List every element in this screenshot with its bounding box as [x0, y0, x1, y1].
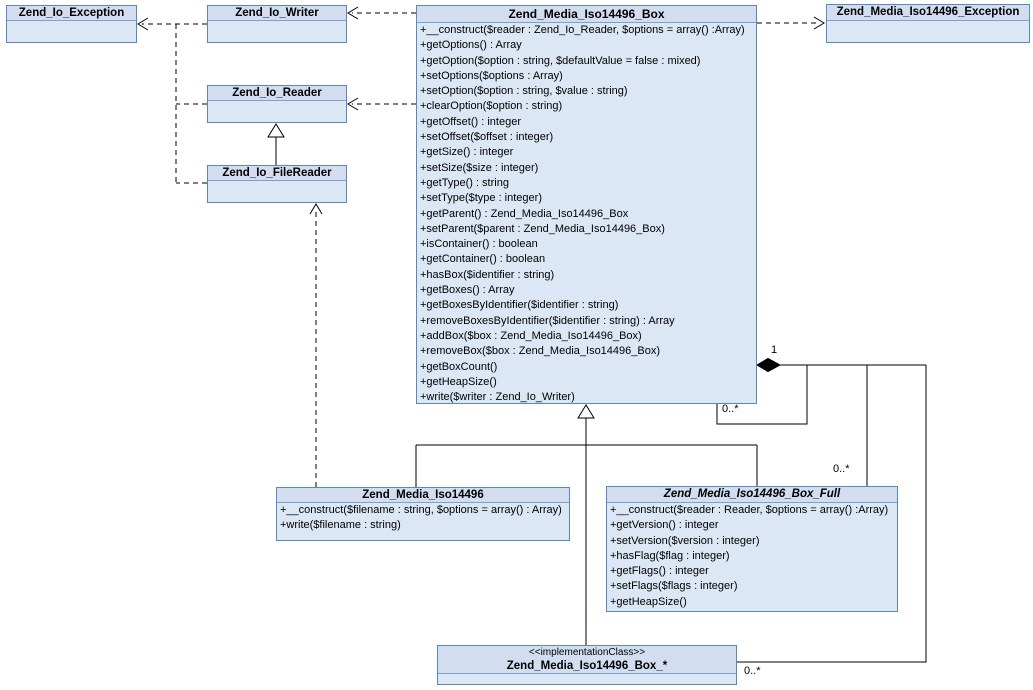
method-label: +getHeapSize(): [610, 595, 687, 608]
method-label: +removeBox($box : Zend_Media_Iso14496_Bo…: [420, 345, 661, 358]
class-box-zend-media-iso14496-box: Zend_Media_Iso14496_Box +__construct($re…: [416, 5, 757, 404]
method-label: +getBoxesByIdentifier($identifier : stri…: [420, 299, 619, 312]
class-box-zend-media-iso14496: Zend_Media_Iso14496 +__construct($filena…: [276, 487, 570, 541]
method-label: +getVersion() : integer: [610, 519, 719, 532]
dependency-iso14496-to-filereader: [309, 203, 323, 487]
multiplicity-many-label-box-full: 0..*: [833, 463, 850, 475]
class-box-zend-media-iso14496-box-full: Zend_Media_Iso14496_Box_Full +__construc…: [606, 486, 898, 612]
multiplicity-many-label-self: 0..*: [722, 403, 739, 415]
method-label: +__construct($reader : Reader, $options …: [610, 504, 889, 516]
methods-compartment: +__construct($reader : Zend_Io_Reader, $…: [417, 23, 756, 403]
method-label: +hasFlag($flag : integer): [610, 549, 730, 562]
class-name: Zend_Media_Iso14496: [277, 488, 569, 503]
multiplicity-one-label: 1: [771, 344, 778, 356]
methods-compartment: [438, 674, 736, 684]
class-header: <<implementationClass>> Zend_Media_Iso14…: [438, 646, 736, 674]
method-label: +setType($type : integer): [420, 192, 542, 205]
class-name: Zend_Media_Iso14496_Exception: [827, 5, 1029, 21]
method-label: +getBoxCount(): [420, 360, 498, 373]
method-label: +getType() : string: [420, 176, 509, 189]
dependency-box-to-media-exception: [757, 16, 825, 30]
class-box-zend-media-iso14496-exception: Zend_Media_Iso14496_Exception: [826, 4, 1030, 43]
methods-compartment: [827, 21, 1029, 42]
class-name: Zend_Media_Iso14496_Box_Full: [607, 487, 897, 503]
dependency-io-classes-to-io-exception: [137, 17, 207, 184]
method-label: +getHeapSize(): [420, 375, 497, 388]
method-label: +setParent($parent : Zend_Media_Iso14496…: [420, 222, 665, 235]
method-label: +clearOption($option : string): [420, 100, 563, 113]
stereotype-label: <<implementationClass>>: [528, 647, 646, 658]
method-label: +setFlags($flags : integer): [610, 580, 738, 593]
method-label: +getOptions() : Array: [420, 39, 522, 52]
class-box-zend-io-writer: Zend_Io_Writer: [207, 5, 347, 43]
methods-compartment: [7, 21, 136, 42]
composition-box-aggregate: [716, 357, 927, 663]
methods-compartment: +__construct($filename : string, $option…: [277, 503, 569, 540]
method-label: +getContainer() : boolean: [420, 253, 546, 266]
class-name: Zend_Io_FileReader: [208, 166, 346, 181]
method-label: +setSize($size : integer): [420, 161, 539, 174]
class-box-zend-media-iso14496-box-star: <<implementationClass>> Zend_Media_Iso14…: [437, 645, 737, 685]
generalization-filereader-to-reader: [267, 123, 285, 165]
method-label: +__construct($filename : string, $option…: [280, 504, 562, 516]
dependency-box-to-reader: [347, 97, 416, 111]
method-label: +write($writer : Zend_Io_Writer): [420, 391, 575, 403]
multiplicity-many-label-box-star: 0..*: [744, 665, 761, 677]
generalization-tree-to-box: [415, 404, 758, 645]
method-label: +removeBoxesByIdentifier($identifier : s…: [420, 314, 675, 327]
method-label: +getParent() : Zend_Media_Iso14496_Box: [420, 207, 629, 220]
class-name: Zend_Media_Iso14496_Box_*: [506, 660, 668, 672]
method-label: +write($filename : string): [280, 519, 401, 532]
class-name: Zend_Io_Writer: [208, 6, 346, 21]
method-label: +setOption($option : string, $value : st…: [420, 85, 628, 98]
class-box-zend-io-reader: Zend_Io_Reader: [207, 85, 347, 123]
method-label: +getFlags() : integer: [610, 565, 709, 578]
method-label: +isContainer() : boolean: [420, 238, 538, 251]
method-label: +setVersion($version : integer): [610, 534, 760, 547]
class-box-zend-io-filereader: Zend_Io_FileReader: [207, 165, 347, 203]
method-label: +setOffset($offset : integer): [420, 131, 554, 144]
class-name: Zend_Io_Reader: [208, 86, 346, 101]
class-name: Zend_Media_Iso14496_Box: [417, 6, 756, 23]
method-label: +setOptions($options : Array): [420, 69, 563, 82]
class-name: Zend_Io_Exception: [7, 6, 136, 21]
method-label: +__construct($reader : Zend_Io_Reader, $…: [420, 24, 745, 36]
methods-compartment: +__construct($reader : Reader, $options …: [607, 503, 897, 611]
method-label: +getOption($option : string, $defaultVal…: [420, 54, 701, 67]
dependency-box-to-writer: [347, 6, 416, 20]
method-label: +getSize() : integer: [420, 146, 514, 159]
methods-compartment: [208, 21, 346, 42]
methods-compartment: [208, 101, 346, 122]
method-label: +hasBox($identifier : string): [420, 268, 555, 281]
method-label: +getBoxes() : Array: [420, 284, 515, 297]
method-label: +getOffset() : integer: [420, 115, 521, 128]
class-box-zend-io-exception: Zend_Io_Exception: [6, 5, 137, 43]
method-label: +addBox($box : Zend_Media_Iso14496_Box): [420, 329, 642, 342]
methods-compartment: [208, 181, 346, 202]
